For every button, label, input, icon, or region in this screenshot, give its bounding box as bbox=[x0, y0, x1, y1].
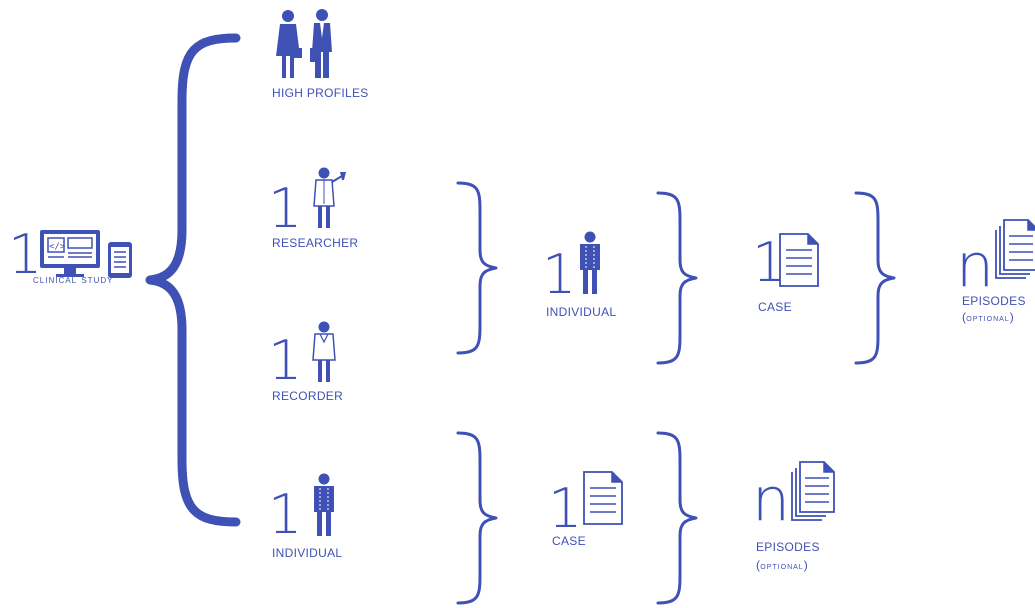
recorder-label: RECORDER bbox=[272, 389, 344, 403]
paren-close: ) bbox=[1009, 310, 1014, 324]
brace-researcher-recorder bbox=[456, 181, 498, 355]
high-profiles-label: HIGH PROFILES bbox=[272, 86, 369, 100]
brace-case-bottom bbox=[656, 431, 698, 605]
episodes-bottom-sublabel: (optional) bbox=[756, 558, 808, 572]
episodes-bottom-label: EPISODES bbox=[756, 540, 820, 554]
episodes-top-count: n bbox=[956, 231, 995, 301]
case-bottom-label: CASE bbox=[552, 534, 586, 548]
business-people-icon bbox=[276, 9, 332, 78]
brace-individual-top bbox=[656, 191, 698, 365]
case-bottom-count: 1 bbox=[548, 477, 583, 540]
scientist-icon bbox=[313, 167, 346, 228]
clinical-study-count: 1 bbox=[8, 223, 43, 286]
document-icon bbox=[779, 233, 819, 287]
paren-close: ) bbox=[803, 558, 808, 572]
optional-text: optional bbox=[966, 313, 1010, 324]
brace-case-top bbox=[854, 191, 896, 365]
individual-top-label: INDIVIDUAL bbox=[546, 305, 617, 319]
svg-text:</>: </> bbox=[49, 242, 66, 252]
documents-stack-icon bbox=[995, 219, 1035, 279]
main-brace bbox=[145, 33, 241, 527]
case-top-label: CASE bbox=[758, 300, 792, 314]
paren-open: ( bbox=[756, 558, 761, 572]
person-body-icon bbox=[580, 231, 600, 294]
researcher-label: RESEARCHER bbox=[272, 236, 359, 250]
researcher-count: 1 bbox=[268, 177, 303, 240]
individual-bottom-count: 1 bbox=[268, 483, 303, 546]
episodes-top-sublabel: (optional) bbox=[962, 310, 1014, 324]
individual-top-count: 1 bbox=[542, 243, 577, 306]
clinical-study-label: Clinical Study bbox=[33, 272, 114, 286]
doctor-icon bbox=[312, 321, 336, 382]
individual-bottom-label: INDIVIDUAL bbox=[272, 546, 343, 560]
computer-devices-icon: </> bbox=[40, 230, 132, 278]
paren-open: ( bbox=[962, 310, 967, 324]
episodes-top-label: EPISODES bbox=[962, 294, 1026, 308]
document-icon bbox=[583, 471, 623, 525]
documents-stack-icon bbox=[791, 461, 835, 521]
person-body-icon bbox=[314, 473, 334, 536]
brace-individual-bottom bbox=[456, 431, 498, 605]
episodes-bottom-count: n bbox=[752, 465, 791, 535]
optional-text: optional bbox=[760, 561, 804, 572]
recorder-count: 1 bbox=[268, 329, 303, 392]
